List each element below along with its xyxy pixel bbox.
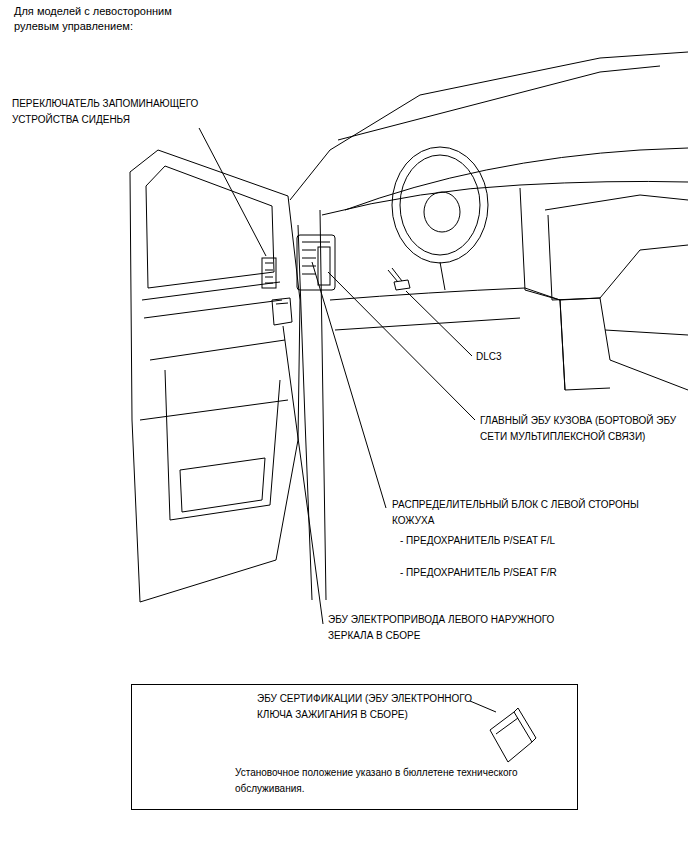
seat-memory-switch — [262, 258, 276, 288]
certification-ecu — [490, 708, 536, 762]
part-label: - ПРЕДОХРАНИТЕЛЬ P/SEAT F/L — [400, 533, 620, 549]
part-label: ПЕРЕКЛЮЧАТЕЛЬ ЗАПОМИНАЮЩЕГО УСТРОЙСТВА С… — [12, 96, 227, 128]
dashboard — [322, 181, 688, 330]
steering-wheel-inner — [400, 155, 480, 255]
seat — [545, 195, 688, 390]
dlc3-connector — [388, 268, 410, 290]
note-box: ЭБУ СЕРТИФИКАЦИИ (ЭБУ ЭЛЕКТРОННОГО КЛЮЧА… — [131, 684, 578, 810]
switch-buttons — [265, 263, 273, 283]
leader-line — [198, 126, 266, 256]
part-label: DLC3 — [476, 349, 536, 365]
part-label: РАСПРЕДЕЛИТЕЛЬНЫЙ БЛОК С ЛЕВОЙ СТОРОНЫ К… — [392, 497, 652, 529]
body-ecu — [318, 247, 330, 285]
part-label: ЭБУ ЭЛЕКТРОПРИВОДА ЛЕВОГО НАРУЖНОГО ЗЕРК… — [328, 612, 558, 644]
leader-line — [470, 701, 496, 712]
leader-line — [406, 291, 472, 356]
mirror-ecu — [272, 298, 292, 325]
steering-column — [440, 262, 445, 290]
steering-wheel — [392, 147, 488, 263]
junction-block — [297, 235, 335, 290]
leader-line — [312, 262, 386, 508]
door-window — [146, 166, 274, 288]
leader-line — [328, 272, 475, 420]
title: Для моделей с левосторонним рулевым упра… — [14, 4, 204, 34]
windshield — [338, 66, 688, 210]
door-trim — [140, 282, 288, 520]
note-text: Установочное положение указано в бюллете… — [235, 765, 570, 797]
part-label: - ПРЕДОХРАНИТЕЛЬ P/SEAT F/R — [400, 565, 620, 581]
steering-hub — [424, 192, 460, 232]
part-label: ЭБУ СЕРТИФИКАЦИИ (ЭБУ ЭЛЕКТРОННОГО КЛЮЧА… — [257, 691, 472, 723]
part-label: ГЛАВНЫЙ ЭБУ КУЗОВА (БОРТОВОЙ ЭБУ СЕТИ МУ… — [480, 413, 685, 445]
leader-line — [283, 326, 323, 624]
a-pillar — [290, 52, 688, 200]
door-outline — [130, 150, 300, 602]
door-pocket — [180, 458, 265, 512]
